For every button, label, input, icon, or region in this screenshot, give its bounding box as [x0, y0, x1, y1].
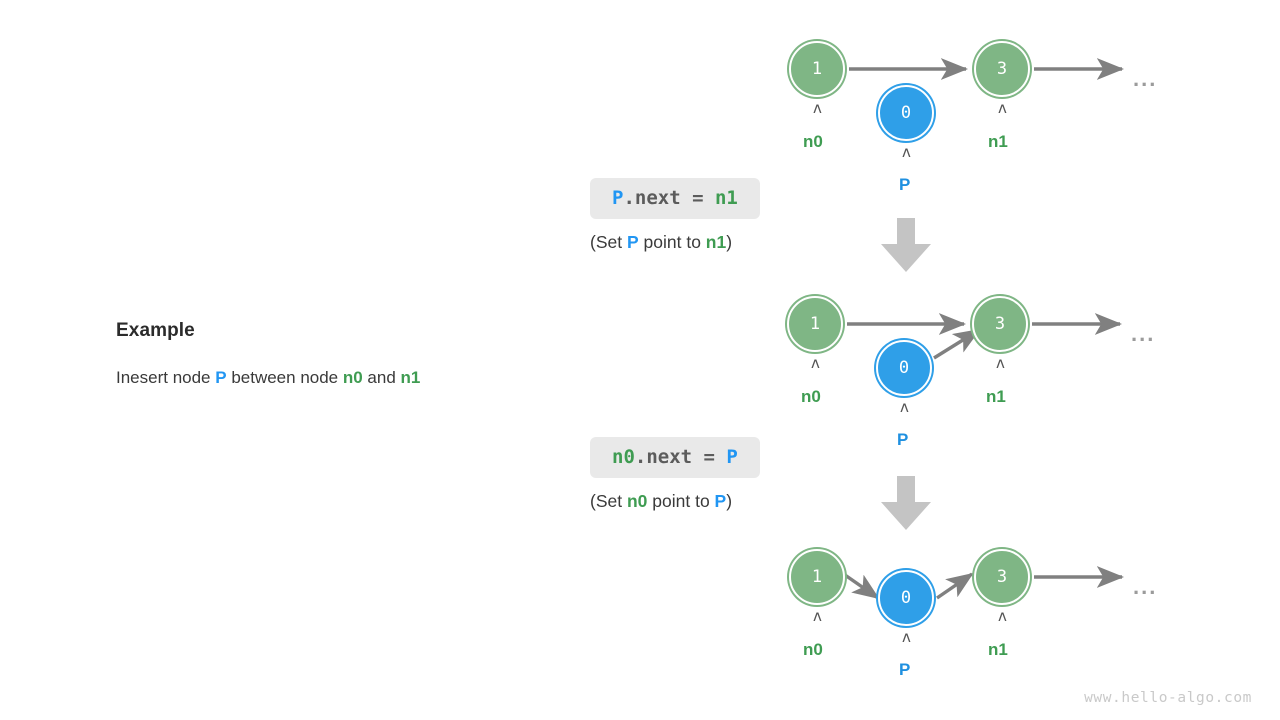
node-label-n0: n0: [801, 387, 821, 406]
pointer-caret-n0: ʌ: [813, 607, 822, 625]
node-n1: 3: [974, 41, 1030, 97]
caption-suffix-1: ): [726, 232, 733, 252]
node-label-n1: n1: [988, 640, 1008, 659]
pointer-caret-n1: ʌ: [998, 99, 1007, 117]
list-continues-ellipsis: ...: [1131, 321, 1156, 346]
node-p: 0: [878, 85, 934, 141]
node-label-n1: n1: [986, 387, 1006, 406]
node-p: 0: [878, 570, 934, 626]
node-label-n0: n0: [803, 132, 823, 151]
node-value: 3: [996, 59, 1008, 79]
list-continues-ellipsis: ...: [1133, 66, 1158, 91]
pointer-caret-p: ʌ: [902, 143, 911, 161]
list-continues-ellipsis: ...: [1133, 574, 1158, 599]
caption-step-1: (Set P point to n1): [590, 232, 732, 253]
explanation-mid: between node: [226, 368, 343, 387]
node-label-p: P: [897, 430, 909, 449]
explanation-prefix: Inesert node: [116, 368, 216, 387]
pointer-caret-n1: ʌ: [996, 354, 1005, 372]
node-value: 1: [809, 314, 821, 334]
code-operand-left-1: P: [612, 187, 624, 209]
caption-mid-1: point to: [638, 232, 706, 252]
node-value: 0: [898, 358, 910, 378]
explanation-text: Inesert node P between node n0 and n1: [116, 368, 576, 388]
code-operand-right-2: P: [726, 446, 738, 468]
code-operand-right-1: n1: [714, 187, 738, 209]
diagram-initial-state: 1 ʌ n0 0 ʌ P 3 ʌ n1 ...: [0, 0, 1280, 200]
node-n0: 1: [789, 41, 845, 97]
transition-down-arrow-1: [881, 218, 931, 272]
pointer-caret-n0: ʌ: [811, 354, 820, 372]
caption-suffix-2: ): [726, 491, 733, 511]
node-value: 3: [996, 567, 1008, 587]
node-value: 1: [811, 59, 823, 79]
node-n0: 1: [787, 296, 843, 352]
page-title: Example: [116, 320, 195, 341]
caption-token-a-2: n0: [626, 491, 648, 511]
caption-prefix-2: (Set: [590, 491, 627, 511]
explanation-block: Example Inesert node P between node n0 a…: [116, 320, 576, 388]
caption-token-b-1: n1: [705, 232, 727, 252]
diagram-after-n0-next-p: 1 ʌ n0 0 ʌ P 3 ʌ n1 ...: [0, 508, 1280, 708]
caption-mid-2: point to: [647, 491, 715, 511]
node-value: 0: [900, 588, 912, 608]
node-n0: 1: [789, 549, 845, 605]
explanation-token-n1: n1: [400, 368, 421, 387]
code-operator-2: .next =: [634, 446, 727, 468]
node-value: 1: [811, 567, 823, 587]
transition-down-arrow-2: [881, 476, 931, 530]
diagram-after-p-next-n1: 1 ʌ n0 0 ʌ P 3 ʌ n1 ...: [0, 255, 1280, 455]
code-operand-left-2: n0: [612, 446, 635, 468]
explanation-token-p: P: [215, 368, 227, 387]
watermark: www.hello-algo.com: [1084, 690, 1252, 706]
node-p: 0: [876, 340, 932, 396]
pointer-caret-n0: ʌ: [813, 99, 822, 117]
code-operator-1: .next =: [623, 187, 715, 209]
node-n1: 3: [972, 296, 1028, 352]
node-value: 3: [994, 314, 1006, 334]
node-n1: 3: [974, 549, 1030, 605]
explanation-and: and: [362, 368, 401, 387]
code-box-step-2: n0.next = P: [590, 437, 760, 478]
node-label-p: P: [899, 660, 911, 679]
caption-token-a-1: P: [626, 232, 639, 252]
pointer-caret-p: ʌ: [902, 628, 911, 646]
pointer-caret-n1: ʌ: [998, 607, 1007, 625]
node-label-n1: n1: [988, 132, 1008, 151]
node-label-p: P: [899, 175, 911, 194]
code-box-step-1: P.next = n1: [590, 178, 760, 219]
pointer-caret-p: ʌ: [900, 398, 909, 416]
node-value: 0: [900, 103, 912, 123]
node-label-n0: n0: [803, 640, 823, 659]
explanation-token-n0: n0: [342, 368, 363, 387]
caption-token-b-2: P: [714, 491, 727, 511]
caption-prefix-1: (Set: [590, 232, 627, 252]
caption-step-2: (Set n0 point to P): [590, 491, 732, 512]
